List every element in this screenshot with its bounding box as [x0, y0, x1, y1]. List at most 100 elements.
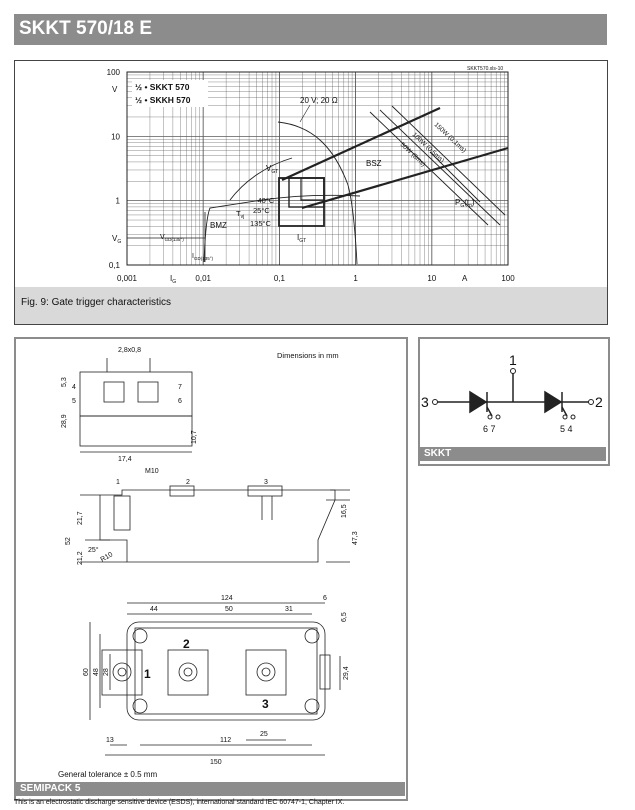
igd-label: IGD(135°) — [192, 253, 214, 261]
dim-473: 47,3 — [352, 531, 359, 545]
plan-terminal-2-hole — [178, 662, 198, 682]
trigger-box-inner — [300, 177, 325, 201]
schematic-gate-left: 6 7 — [483, 424, 496, 434]
dim-124: 124 — [221, 595, 233, 602]
plan-pin-3: 3 — [262, 697, 269, 711]
side-view-terminal-2 — [169, 485, 195, 497]
dimension-drawing-panel — [14, 337, 408, 801]
esd-note: This is an electrostatic discharge sensi… — [14, 799, 345, 806]
dim-174: 17,4 — [118, 456, 132, 463]
chart-frame — [126, 71, 509, 266]
mount-hole-tl — [132, 628, 148, 644]
temp-label-1: -40°C — [255, 196, 275, 205]
x-axis-unit: A — [462, 274, 468, 283]
dim-53: 5,3 — [61, 377, 68, 387]
x-tick-label: 1 — [353, 274, 358, 283]
dim-112: 112 — [220, 737, 231, 744]
top-view-terminal-right — [137, 381, 159, 403]
plan-pin-2: 2 — [183, 637, 190, 651]
source-curve — [277, 121, 358, 265]
top-view-base — [79, 415, 193, 447]
gate-right-node-2 — [570, 414, 576, 420]
dim-31: 31 — [285, 606, 293, 613]
m10-label: M10 — [145, 468, 159, 475]
x-tick-label: 0,001 — [117, 274, 138, 283]
schematic-label-bar: SKKT — [420, 447, 606, 461]
x-tick-label: 10 — [427, 274, 436, 283]
dim-212: 21,2 — [77, 551, 84, 565]
plan-terminal-3-hole — [256, 662, 276, 682]
tolerance-note: General tolerance ± 0.5 mm — [58, 770, 157, 779]
plan-view-inner — [134, 627, 318, 715]
aux-connector — [319, 654, 331, 690]
legend-skkt: ½ • SKKT 570 — [135, 82, 190, 92]
schematic-label: SKKT — [424, 448, 452, 459]
title-bar: SKKT 570/18 E — [14, 14, 607, 45]
x-tick-labels: 0,001 0,01 0,1 1 10 100 — [117, 274, 515, 283]
mount-hole-br — [304, 698, 320, 714]
pin-7: 7 — [178, 384, 182, 391]
x-tick-label: 0,01 — [195, 274, 211, 283]
bmz-label: BMZ — [210, 221, 227, 230]
thyristor-right — [544, 390, 563, 414]
fig9-caption: Fig. 9: Gate trigger characteristics — [21, 297, 172, 308]
dim-217: 21,7 — [77, 511, 84, 525]
gate-left-node-1 — [487, 414, 493, 420]
dim-48: 48 — [93, 668, 100, 676]
mount-hole-tr — [304, 628, 320, 644]
mount-hole-bl — [132, 698, 148, 714]
igt-label: IGT — [297, 233, 306, 244]
pin-5: 5 — [72, 398, 76, 405]
legend-skkh: ½ • SKKH 570 — [135, 95, 191, 105]
side-view-body — [99, 489, 336, 563]
temp-label-2: 25°C — [253, 206, 270, 215]
gate-line-upper — [281, 106, 441, 182]
dim-65: 6,5 — [341, 612, 348, 622]
dim-25: 25 — [260, 731, 268, 738]
gate-line-lower — [301, 146, 509, 210]
plan-terminal-3-plate — [245, 649, 287, 696]
plan-terminal-2-plate — [167, 649, 209, 696]
vg-label: VG — [112, 234, 121, 245]
pin-1-side: 1 — [116, 479, 120, 486]
top-view-terminal-left — [103, 381, 125, 403]
x-tick-label: 100 — [501, 274, 515, 283]
y-tick-label: 1 — [116, 197, 121, 206]
dim-60: 60 — [83, 668, 90, 676]
side-view-terminal-1 — [113, 495, 131, 531]
x-label-ig: IG — [170, 274, 176, 285]
dim-25deg: 25° — [88, 546, 99, 554]
package-label-bar: SEMIPACK 5 — [16, 782, 405, 796]
pg-label: PG(tp) — [455, 198, 475, 209]
pin-3-side: 3 — [264, 479, 268, 486]
dim-44: 44 — [150, 606, 158, 613]
dim-107: 10,7 — [191, 430, 198, 444]
plan-pin-1: 1 — [144, 667, 151, 681]
temp-label-3: 135°C — [250, 219, 272, 228]
vgd-label: VGD(135°) — [160, 234, 184, 242]
gate-right-node-1 — [562, 414, 568, 420]
x-tick-label: 0,1 — [274, 274, 286, 283]
dim-289: 28,9 — [61, 414, 68, 428]
tvj-label: Tvj — [236, 209, 244, 220]
lower-envelope — [203, 194, 361, 263]
dim-150: 150 — [210, 759, 222, 766]
package-label: SEMIPACK 5 — [20, 783, 81, 794]
upper-envelope-left — [229, 157, 293, 201]
power-line-100w — [379, 109, 501, 226]
plan-terminal-1-hole — [112, 662, 132, 682]
thyristor-left — [469, 390, 488, 414]
power-line-150w — [391, 105, 506, 216]
dim-28: 28 — [103, 668, 110, 676]
y-tick-label: 0,1 — [109, 261, 121, 270]
pin-4: 4 — [72, 384, 76, 391]
terminal-2-node — [588, 399, 594, 405]
fig9-caption-strip — [15, 287, 607, 324]
terminal-3-node — [432, 399, 438, 405]
pg-line — [429, 151, 481, 203]
schematic-t2: 2 — [595, 394, 603, 410]
y-tick-label: 10 — [111, 132, 120, 141]
dim-165: 16,5 — [341, 504, 348, 518]
